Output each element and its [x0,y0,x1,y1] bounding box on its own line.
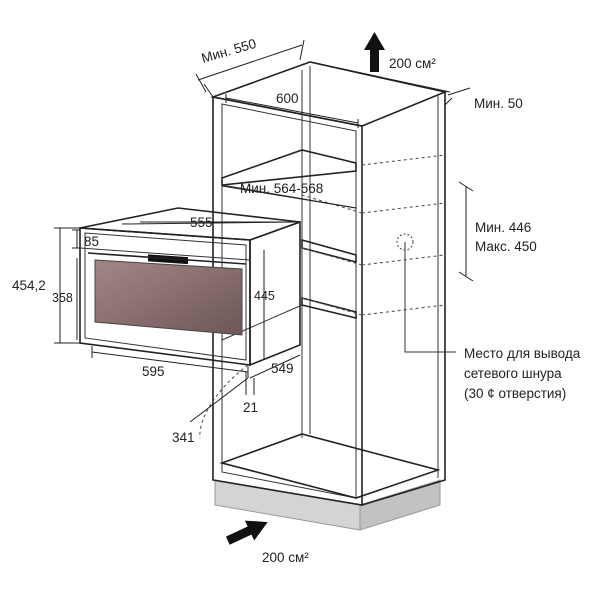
cabinet-top [210,61,448,127]
label-depth-549: 549 [271,361,294,376]
label-width-555: 555 [190,215,213,230]
label-cable-line1: Место для вывода [464,346,581,361]
label-min-50: Мин. 50 [474,96,523,111]
label-cable-line3: (30 ¢ отверстия) [464,386,566,401]
door-swing-arc [199,364,249,439]
label-min-446: Мин. 446 [475,220,531,235]
label-height-445: 445 [254,289,275,303]
label-bottom-air: 200 см² [262,550,309,565]
label-height-358: 358 [52,291,73,305]
label-door-341: 341 [172,430,195,445]
cabinet-lower-shelf [301,296,357,320]
dimensions [54,39,474,423]
cable-pointer-line [404,242,456,353]
label-height-454-2: 454,2 [12,278,46,293]
oven-door-glass [94,259,243,336]
label-cable-line2: сетевого шнура [464,366,562,381]
cabinet [210,61,448,531]
label-max-450: Макс. 450 [475,239,537,254]
arrow-diagonal-icon [225,520,268,545]
arrow-up-icon [364,32,385,72]
cabinet-plinth-side [359,479,441,531]
label-width-595: 595 [142,364,165,379]
cabinet-oven-shelf [301,238,357,264]
label-height-85: 85 [84,234,99,249]
label-min-550: Мин. 550 [200,36,258,66]
cabinet-upper-shelf [221,149,357,186]
label-depth-21: 21 [243,400,258,415]
label-top-air: 200 см² [389,56,436,71]
label-width-600: 600 [276,91,299,106]
cabinet-right-side [361,92,446,506]
cabinet-bottom [219,433,441,499]
oven-side [249,220,301,367]
oven [79,207,301,439]
label-min-564-568: Мин. 564-568 [240,181,323,196]
circle-dashed-icon [396,233,414,251]
cabinet-plinth [214,479,361,531]
